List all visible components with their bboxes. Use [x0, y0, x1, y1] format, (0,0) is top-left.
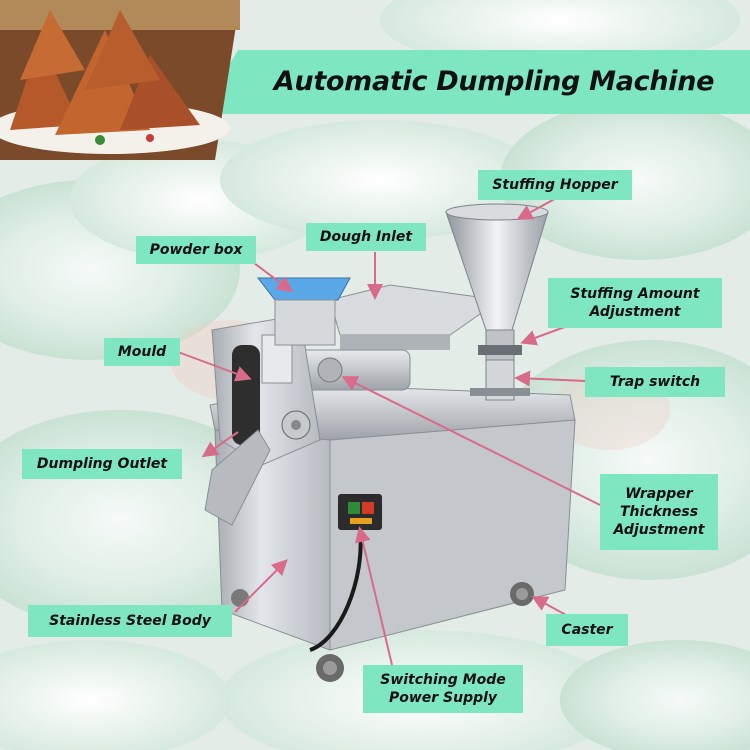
label-switching-line2: Power Supply [388, 690, 498, 706]
label-mould: Mould [104, 338, 180, 366]
arrow-stainless-body [234, 559, 288, 613]
label-wrapper-thickness-adjustment: Wrapper Thickness Adjustment [600, 474, 718, 550]
label-trap-switch: Trap switch [585, 367, 725, 397]
label-wrapper-line2: Thickness [619, 504, 699, 520]
label-stuffing-hopper: Stuffing Hopper [478, 170, 632, 200]
label-caster: Caster [546, 614, 628, 646]
label-stuffing-amount-adjustment: Stuffing Amount Adjustment [548, 278, 722, 328]
arrow-trap-switch [514, 370, 586, 387]
arrow-caster [531, 596, 567, 616]
arrow-dumpling-outlet [201, 431, 239, 458]
arrow-switching-power [354, 526, 393, 666]
label-dumpling-outlet: Dumpling Outlet [22, 449, 182, 479]
arrow-powder-box [249, 259, 294, 293]
label-switching-line1: Switching Mode [380, 672, 506, 688]
label-wrapper-line1: Wrapper [625, 486, 693, 502]
label-stuffing-amount-line1: Stuffing Amount [570, 286, 700, 302]
label-dough-inlet: Dough Inlet [306, 223, 426, 251]
label-switching-mode-power-supply: Switching Mode Power Supply [363, 665, 523, 713]
samosa-photo [0, 0, 240, 160]
label-powder-box: Powder box [136, 236, 256, 264]
label-stuffing-amount-line2: Adjustment [589, 304, 681, 320]
label-wrapper-line3: Adjustment [613, 522, 705, 538]
page-title: Automatic Dumpling Machine [273, 66, 715, 97]
label-stainless-steel-body: Stainless Steel Body [28, 605, 232, 637]
arrow-mould [177, 351, 252, 382]
title-banner [200, 50, 750, 114]
arrow-wrapper-thickness [341, 376, 601, 506]
